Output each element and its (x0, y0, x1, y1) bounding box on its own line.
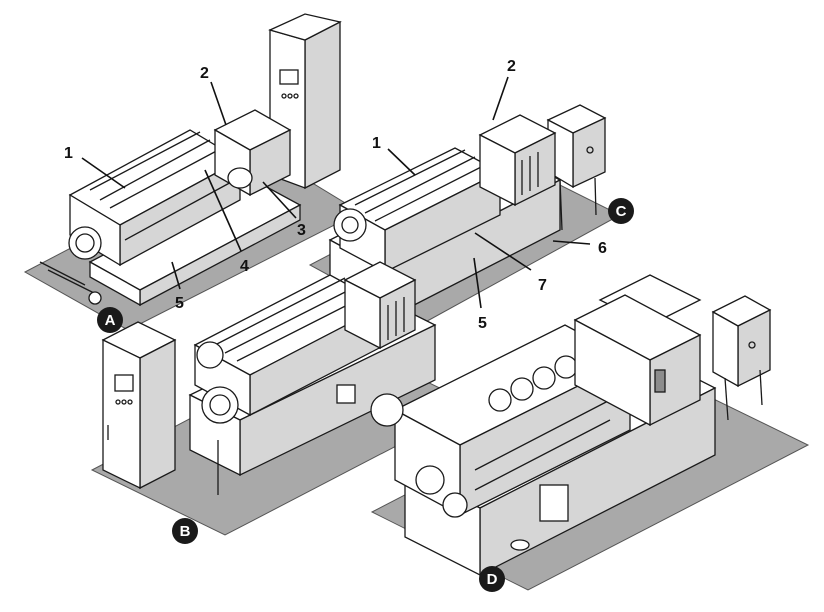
alternator-b (343, 261, 417, 350)
alternator-a (213, 109, 292, 197)
generator-set-b (90, 261, 477, 536)
callout-a2: 2 (200, 65, 209, 82)
leader-a2 (210, 81, 227, 126)
control-cabinet-b (101, 321, 177, 490)
leader-a5 (171, 261, 181, 290)
wall-cabinet-d (711, 295, 772, 421)
generator-set-a (23, 13, 362, 331)
engine-d (370, 324, 632, 518)
callout-c6: 6 (598, 240, 607, 257)
leader-a4 (204, 169, 242, 252)
svg-text:B: B (180, 523, 191, 540)
callout-c2: 2 (507, 58, 516, 75)
badge-a: A (97, 307, 123, 333)
engine-a (68, 129, 242, 267)
leader-c1 (387, 148, 416, 176)
callout-a4: 4 (240, 258, 249, 275)
leader-c5 (473, 257, 482, 309)
leader-c7 (474, 232, 532, 271)
callout-a1: 1 (64, 145, 73, 162)
leader-a3 (262, 181, 297, 219)
wall-cabinet-c (546, 104, 607, 231)
badge-b: B (172, 518, 198, 544)
callout-c1: 1 (372, 135, 381, 152)
leader-lines (81, 76, 591, 309)
svg-text:D: D (487, 571, 498, 588)
engine-c (333, 147, 502, 274)
badge-d: D (479, 566, 505, 592)
alternator-d (573, 274, 702, 427)
badge-c: C (608, 198, 634, 224)
callout-a5: 5 (175, 295, 184, 312)
leader-c2 (492, 76, 509, 121)
generator-set-d (370, 274, 810, 591)
svg-text:A: A (105, 312, 116, 329)
callouts: 1 2 3 4 5 1 2 5 6 7 (64, 58, 607, 332)
callout-c5: 5 (478, 315, 487, 332)
svg-text:C: C (616, 203, 627, 220)
leader-c6 (552, 240, 591, 245)
alternator-c (478, 114, 557, 207)
callout-c7: 7 (538, 277, 547, 294)
leader-a1 (81, 157, 126, 189)
callout-a3: 3 (297, 222, 306, 239)
